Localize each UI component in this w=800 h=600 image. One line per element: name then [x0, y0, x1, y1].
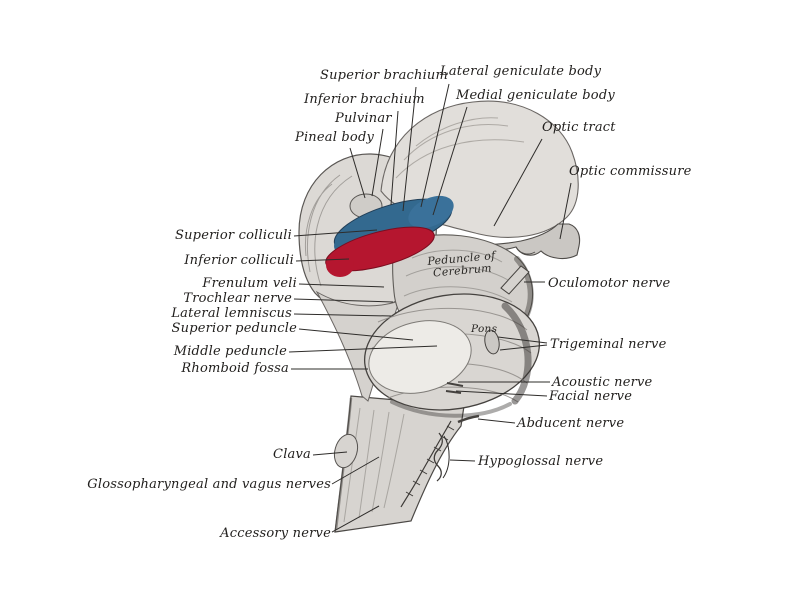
- leader-optic-commissure: [559, 182, 572, 240]
- label-glossopharyngeal-vagus: Glossopharyngeal and vagus nerves: [87, 477, 331, 492]
- label-trigeminal-nerve: Trigeminal nerve: [550, 337, 667, 352]
- label-acoustic-nerve: Acoustic nerve: [552, 375, 653, 390]
- vagal-rootlets-ticks: [405, 425, 455, 497]
- label-abducent-nerve: Abducent nerve: [517, 416, 625, 431]
- leader-hypoglossal-nerve: [449, 459, 476, 462]
- leader-glossopharyngeal: [331, 456, 380, 485]
- leader-trigeminal-lower: [499, 344, 548, 351]
- hypoglossal-bracket: [442, 435, 450, 479]
- leader-trochlear-nerve: [293, 298, 394, 303]
- label-frenulum-veli: Frenulum veli: [202, 276, 297, 291]
- leader-pulvinar: [371, 128, 384, 197]
- label-hypoglossal-nerve: Hypoglossal nerve: [478, 454, 604, 469]
- label-facial-nerve: Facial nerve: [549, 389, 633, 404]
- medulla-streaks: [343, 407, 405, 523]
- peduncle-hatch: [403, 249, 513, 303]
- leader-optic-tract: [493, 138, 543, 227]
- trigeminal-stub: [484, 329, 500, 355]
- pons-dark-rim: [501, 302, 532, 405]
- label-optic-commissure: Optic commissure: [569, 164, 692, 179]
- leader-inferior-brachium: [390, 110, 399, 206]
- leader-lines: [288, 83, 572, 533]
- label-lateral-lemniscus: Lateral lemniscus: [171, 306, 292, 321]
- leader-frenulum-veli: [298, 283, 385, 288]
- label-optic-tract: Optic tract: [542, 120, 616, 135]
- acoustic-facial-stubs: [445, 382, 464, 394]
- leader-superior-peduncle: [298, 328, 414, 341]
- optic-band-notch: [515, 246, 536, 255]
- label-pons: Pons: [471, 323, 498, 335]
- brainstem-figure: [298, 100, 581, 533]
- pons-bottom-rim: [390, 400, 512, 418]
- label-rhomboid-fossa: Rhomboid fossa: [181, 361, 289, 376]
- label-superior-brachium: Superior brachium: [320, 68, 449, 83]
- label-medial-geniculate-body: Medial geniculate body: [456, 88, 615, 103]
- label-superior-colliculi: Superior colliculi: [175, 228, 292, 243]
- hypoglossal-rootlets: [433, 432, 443, 482]
- leader-inferior-colliculi: [295, 258, 350, 262]
- leader-trigeminal-upper: [497, 336, 548, 344]
- leader-accessory-nerve: [331, 505, 380, 533]
- leader-pineal-body: [349, 147, 366, 199]
- middle-cerebellar-peduncle-cut: [368, 320, 472, 394]
- label-inferior-colliculi: Inferior colliculi: [184, 253, 294, 268]
- leader-lateral-geniculate: [420, 83, 450, 208]
- dome-hatch: [395, 117, 525, 179]
- label-pulvinar: Pulvinar: [335, 111, 392, 126]
- label-inferior-brachium: Inferior brachium: [304, 92, 425, 107]
- leader-clava: [312, 451, 348, 456]
- label-pineal-body: Pineal body: [295, 130, 375, 145]
- label-clava: Clava: [273, 447, 311, 462]
- leader-superior-colliculi: [293, 229, 378, 237]
- leader-abducent-nerve: [477, 418, 516, 424]
- label-trochlear-nerve: Trochlear nerve: [183, 291, 292, 306]
- label-superior-peduncle: Superior peduncle: [171, 321, 297, 336]
- leader-medial-geniculate: [432, 106, 468, 216]
- label-middle-peduncle: Middle peduncle: [173, 344, 287, 359]
- label-lateral-geniculate-body: Lateral geniculate body: [440, 64, 602, 79]
- clava-shape: [333, 433, 359, 469]
- leader-lateral-lemniscus: [293, 313, 392, 317]
- label-accessory-nerve: Accessory nerve: [220, 526, 331, 541]
- abducent-stub: [457, 414, 480, 424]
- leader-facial-nerve: [455, 390, 548, 397]
- oculomotor-stub: [500, 265, 530, 295]
- leader-middle-peduncle: [288, 345, 438, 353]
- label-oculomotor-nerve: Oculomotor nerve: [548, 276, 671, 291]
- leader-superior-brachium: [402, 86, 417, 212]
- vagal-rootlets-line: [400, 420, 452, 508]
